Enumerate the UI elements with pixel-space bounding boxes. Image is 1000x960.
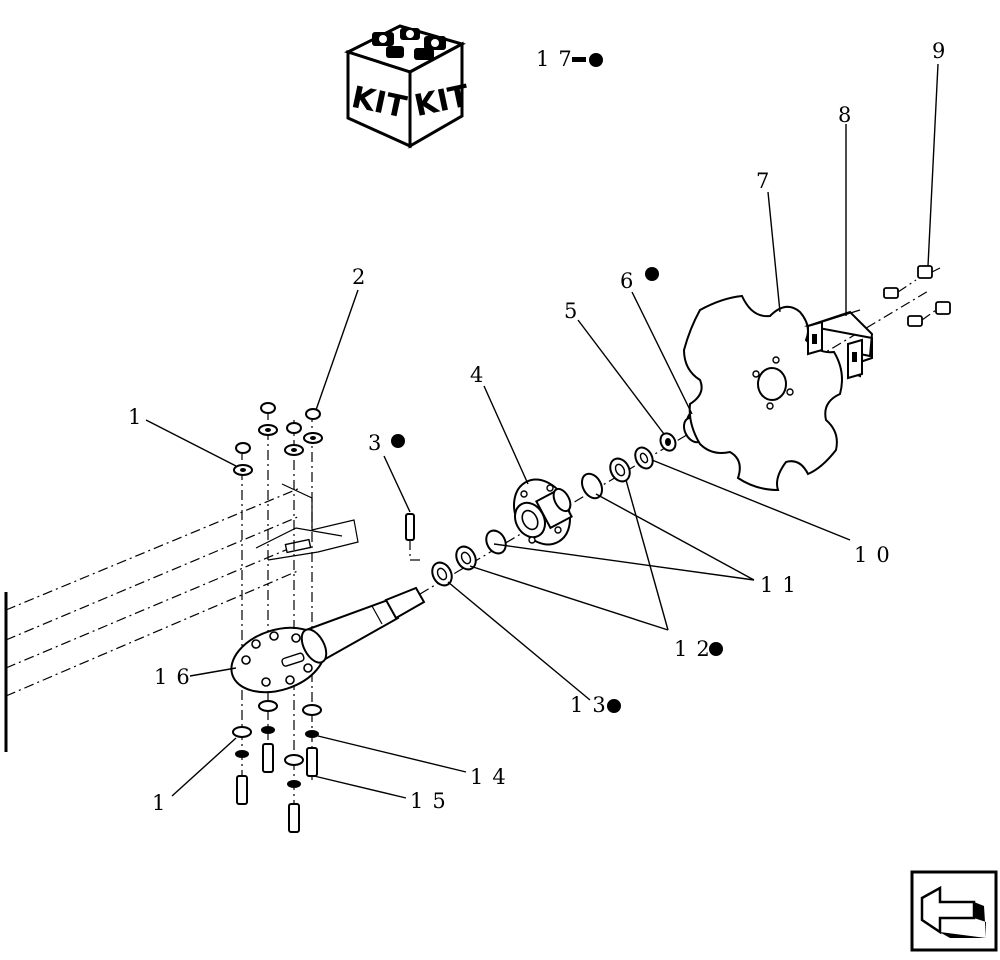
callout-10: 10 xyxy=(854,543,899,567)
spindle-flange xyxy=(230,586,426,694)
callout-3: 3 xyxy=(368,431,390,455)
spring-pin xyxy=(405,513,420,561)
callout-4: 4 xyxy=(470,363,492,387)
kit-markers xyxy=(391,53,723,713)
kit-dot-17 xyxy=(589,53,603,67)
callout-9: 9 xyxy=(932,39,954,63)
washer xyxy=(431,561,453,587)
disc-blade xyxy=(682,294,843,492)
callout-1-lower: 1 xyxy=(152,791,174,815)
callouts: 1 1 2 3 4 5 6 7 8 9 10 11 12 13 14 15 16… xyxy=(128,39,954,815)
callout-6: 6 xyxy=(620,269,642,293)
callout-14: 14 xyxy=(470,765,515,789)
callout-15: 15 xyxy=(410,789,455,813)
kit-dot-13 xyxy=(607,699,621,713)
callout-7: 7 xyxy=(756,169,778,193)
kit-dot-6 xyxy=(645,267,659,281)
kit-dot-3 xyxy=(391,434,405,448)
bracket-bolts xyxy=(883,265,951,327)
callout-11: 11 xyxy=(760,573,805,597)
bearings-seals xyxy=(455,446,654,571)
kit-box-icon: KIT KIT xyxy=(344,24,473,149)
hub xyxy=(513,478,573,546)
lower-fasteners xyxy=(232,700,322,833)
callout-2: 2 xyxy=(352,265,374,289)
leader-lines xyxy=(145,63,939,799)
callout-13: 13 xyxy=(570,693,615,717)
callout-12: 12 xyxy=(674,637,719,661)
frame-beam xyxy=(4,483,359,752)
callout-16: 16 xyxy=(154,665,199,689)
scraper-bracket xyxy=(804,309,874,380)
kit-dash-17 xyxy=(572,57,586,62)
callout-5: 5 xyxy=(564,299,586,323)
back-arrow-icon[interactable] xyxy=(910,870,998,952)
kit-dot-12 xyxy=(709,642,723,656)
callout-1-upper: 1 xyxy=(128,405,150,429)
callout-17: 17 xyxy=(536,47,581,71)
callout-8: 8 xyxy=(838,103,860,127)
